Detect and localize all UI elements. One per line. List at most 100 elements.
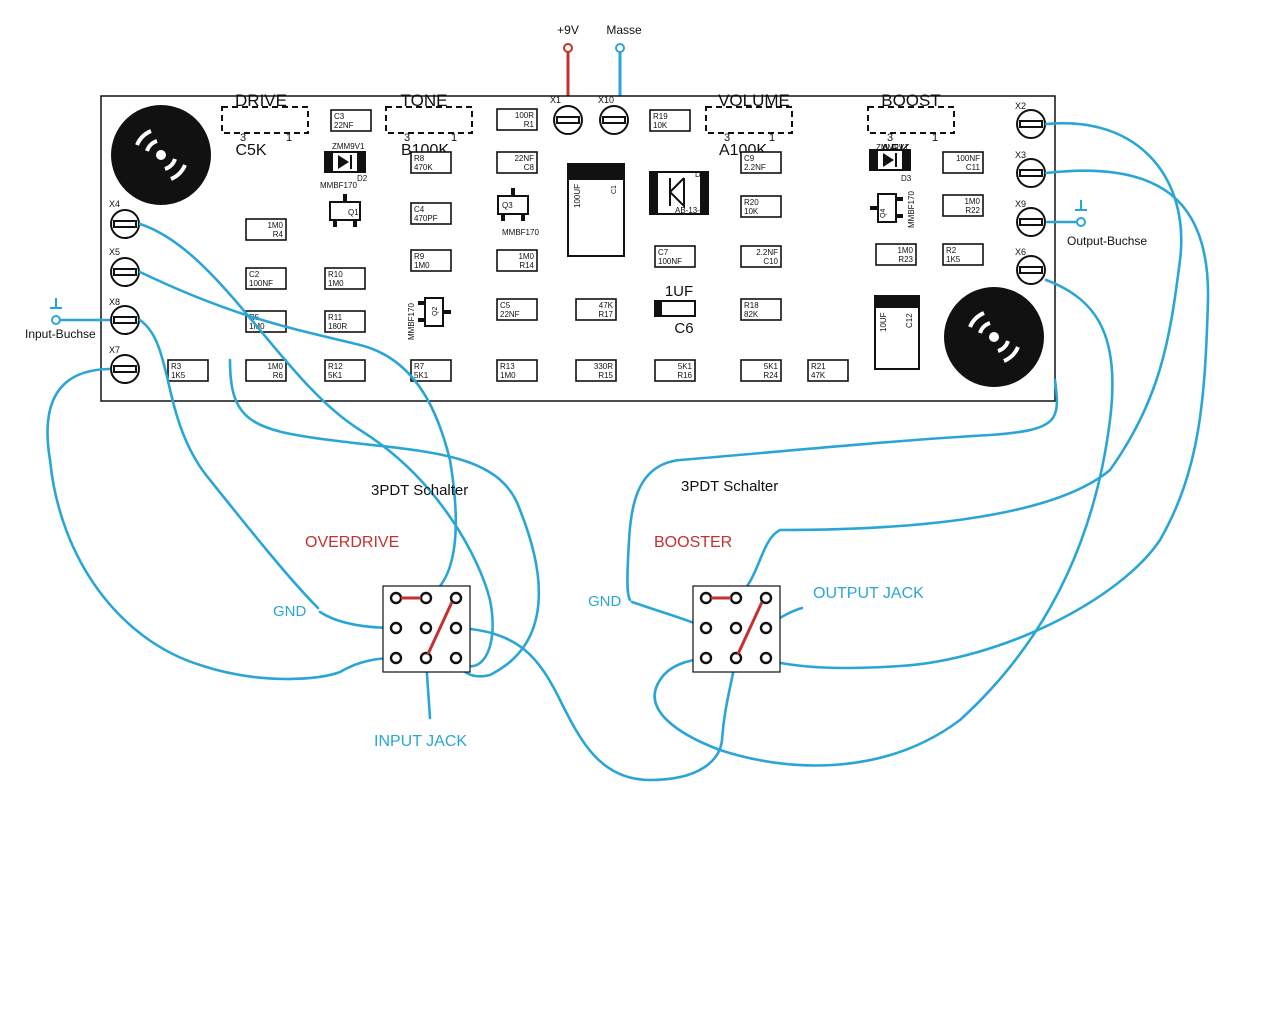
connector-x9[interactable]: X9 <box>1015 199 1046 237</box>
svg-text:22NF: 22NF <box>334 121 354 130</box>
pot-value: C5K <box>235 142 266 159</box>
left-speaker-icon <box>109 103 213 207</box>
connector-x1[interactable]: X1 <box>550 95 583 135</box>
svg-text:1M0: 1M0 <box>414 261 430 270</box>
wire-overdrive-to-booster <box>454 626 738 782</box>
connector-x8[interactable]: X8 <box>109 297 140 335</box>
svg-text:X3: X3 <box>1015 150 1026 160</box>
pot-pin-3: 3 <box>404 132 410 144</box>
svg-text:C4: C4 <box>414 205 425 214</box>
svg-text:MMBF170: MMBF170 <box>320 181 357 190</box>
overdrive-gnd-label: GND <box>273 603 307 620</box>
wire-x2-to-booster <box>734 121 1183 600</box>
wires <box>46 121 1210 782</box>
wire-x6-loop <box>653 278 1114 767</box>
pot-name: DRIVE <box>235 91 287 110</box>
svg-text:R13: R13 <box>500 362 515 371</box>
connector-x6[interactable]: X6 <box>1015 247 1046 285</box>
connector-x2[interactable]: X2 <box>1015 101 1046 139</box>
svg-text:MMBF170: MMBF170 <box>407 303 416 340</box>
wire-x4-to-overdrive <box>138 222 494 668</box>
svg-text:47K: 47K <box>811 371 826 380</box>
svg-text:22NF: 22NF <box>514 154 534 163</box>
pot-name: BOOST <box>881 91 941 110</box>
svg-text:X2: X2 <box>1015 101 1026 111</box>
svg-text:470K: 470K <box>414 163 433 172</box>
svg-text:D1: D1 <box>695 170 706 179</box>
svg-text:R15: R15 <box>598 371 613 380</box>
svg-text:1K5: 1K5 <box>171 371 186 380</box>
svg-text:1M0: 1M0 <box>500 371 516 380</box>
svg-text:10K: 10K <box>744 207 759 216</box>
svg-text:X5: X5 <box>109 247 120 257</box>
switch-booster[interactable] <box>692 585 781 673</box>
input-jack-tap: Input-Buchse <box>25 298 111 341</box>
input-jack-label: INPUT JACK <box>374 733 467 750</box>
plus-9v-label: +9V <box>557 23 579 37</box>
svg-text:100UF: 100UF <box>573 184 582 208</box>
svg-text:Q4: Q4 <box>880 209 887 218</box>
connector-x10[interactable]: X10 <box>598 95 629 135</box>
right-speaker-icon <box>942 285 1046 389</box>
svg-text:R6: R6 <box>273 371 284 380</box>
svg-text:R2: R2 <box>946 246 957 255</box>
svg-text:1M0: 1M0 <box>897 246 913 255</box>
transistor-q2: MMBF170 Q2 <box>407 297 451 340</box>
svg-text:C11: C11 <box>966 163 981 172</box>
svg-text:1M0: 1M0 <box>964 197 980 206</box>
overdrive-switch-type: 3PDT Schalter <box>371 482 468 499</box>
connector-x7[interactable]: X7 <box>109 345 140 384</box>
svg-text:5K1: 5K1 <box>328 371 343 380</box>
svg-text:R20: R20 <box>744 198 759 207</box>
overdrive-title: OVERDRIVE <box>305 534 399 551</box>
svg-text:ZMM9V1: ZMM9V1 <box>332 142 365 151</box>
capacitor-c1: 100UF C1 <box>567 163 625 257</box>
masse-terminal[interactable] <box>615 43 625 53</box>
connector-x4[interactable]: X4 <box>109 199 140 239</box>
svg-text:470PF: 470PF <box>414 214 438 223</box>
capacitor-c6: 1UF C6 <box>654 283 696 337</box>
pot-drive: DRIVE C5K 3 1 <box>221 91 309 159</box>
svg-text:AB-13-F: AB-13-F <box>675 206 705 215</box>
svg-text:MMBF170: MMBF170 <box>907 191 916 228</box>
svg-text:R16: R16 <box>677 371 692 380</box>
component-c9: C92.2NF <box>740 151 782 174</box>
svg-text:X9: X9 <box>1015 199 1026 209</box>
svg-text:D2: D2 <box>357 174 368 183</box>
svg-text:22NF: 22NF <box>500 310 520 319</box>
masse-label: Masse <box>606 23 642 37</box>
pot-pin-1: 1 <box>932 132 938 144</box>
plus-9v-terminal[interactable] <box>563 43 573 53</box>
connector-x3[interactable]: X3 <box>1015 150 1046 188</box>
svg-text:82K: 82K <box>744 310 759 319</box>
svg-text:X1: X1 <box>550 95 561 105</box>
svg-text:1M0: 1M0 <box>518 252 534 261</box>
svg-text:R21: R21 <box>811 362 826 371</box>
svg-text:2.2NF: 2.2NF <box>756 248 778 257</box>
svg-text:47K: 47K <box>599 301 614 310</box>
svg-text:1UF: 1UF <box>665 283 693 300</box>
connector-x5[interactable]: X5 <box>109 247 140 287</box>
svg-text:R12: R12 <box>328 362 343 371</box>
svg-text:C2: C2 <box>249 270 260 279</box>
svg-text:R9: R9 <box>414 252 425 261</box>
output-buchse-label: Output-Buchse <box>1067 234 1147 248</box>
svg-text:R17: R17 <box>598 310 613 319</box>
svg-text:C5: C5 <box>500 301 511 310</box>
svg-text:R10: R10 <box>328 270 343 279</box>
svg-text:X10: X10 <box>598 95 614 105</box>
switch-overdrive[interactable] <box>382 585 471 673</box>
svg-text:D3: D3 <box>901 174 912 183</box>
